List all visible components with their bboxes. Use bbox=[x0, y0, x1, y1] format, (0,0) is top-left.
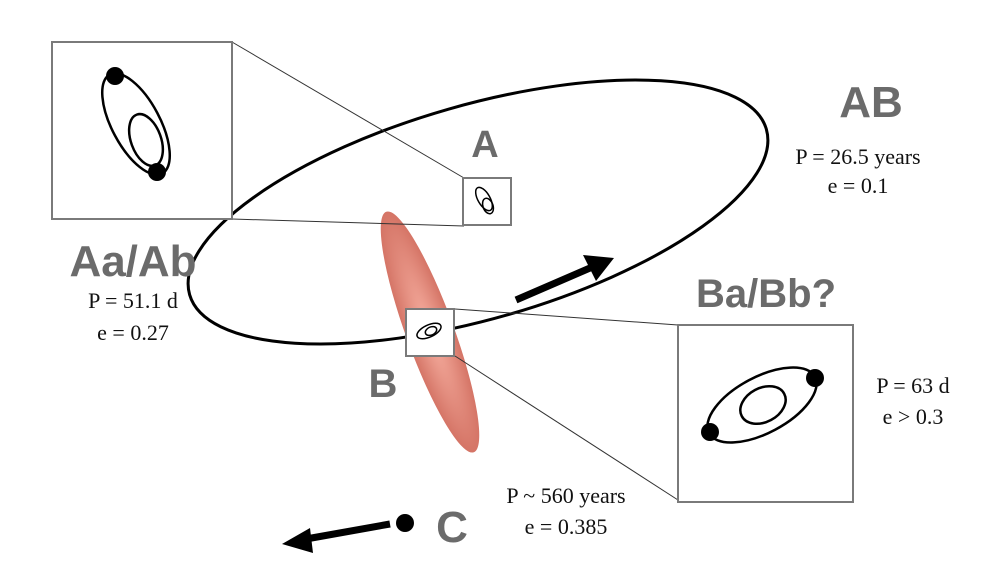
ba-bb-zoom-box bbox=[677, 324, 854, 503]
aa-ab-zoom-box bbox=[51, 41, 233, 220]
a-zoom-leader-bottom bbox=[231, 218, 465, 227]
b-zoom-leader-bottom bbox=[454, 355, 679, 501]
a-zoom-leader-top bbox=[231, 41, 465, 179]
c-eccentricity: e = 0.385 bbox=[525, 514, 608, 539]
ba-star-dot bbox=[806, 369, 824, 387]
aa-ab-period: P = 51.1 d bbox=[88, 288, 178, 313]
ab-motion-arrow bbox=[514, 255, 614, 304]
c-motion-arrow bbox=[282, 520, 391, 553]
b-label: B bbox=[369, 362, 398, 406]
c-period: P ~ 560 years bbox=[506, 483, 625, 508]
ab-label: AB bbox=[839, 78, 903, 127]
a-label: A bbox=[471, 124, 498, 166]
b-small-box bbox=[405, 308, 455, 357]
aa-ab-label: Aa/Ab bbox=[69, 237, 196, 286]
aa-star-dot bbox=[106, 67, 124, 85]
ab-orbit bbox=[186, 78, 770, 346]
bb-star-dot bbox=[701, 423, 719, 441]
c-label: C bbox=[436, 503, 468, 552]
ba-bb-period: P = 63 d bbox=[876, 373, 949, 398]
ab-eccentricity: e = 0.1 bbox=[828, 173, 889, 198]
c-star-dot bbox=[396, 514, 414, 532]
ba-bb-label: Ba/Bb? bbox=[696, 272, 836, 316]
b-zoom-leader-top bbox=[454, 308, 679, 326]
ab-star-dot bbox=[148, 163, 166, 181]
a-small-box bbox=[462, 177, 512, 226]
ba-bb-inner-orbit bbox=[739, 384, 787, 426]
ab-period: P = 26.5 years bbox=[795, 144, 920, 169]
aa-ab-eccentricity: e = 0.27 bbox=[97, 320, 169, 345]
ba-bb-eccentricity: e > 0.3 bbox=[883, 404, 944, 429]
